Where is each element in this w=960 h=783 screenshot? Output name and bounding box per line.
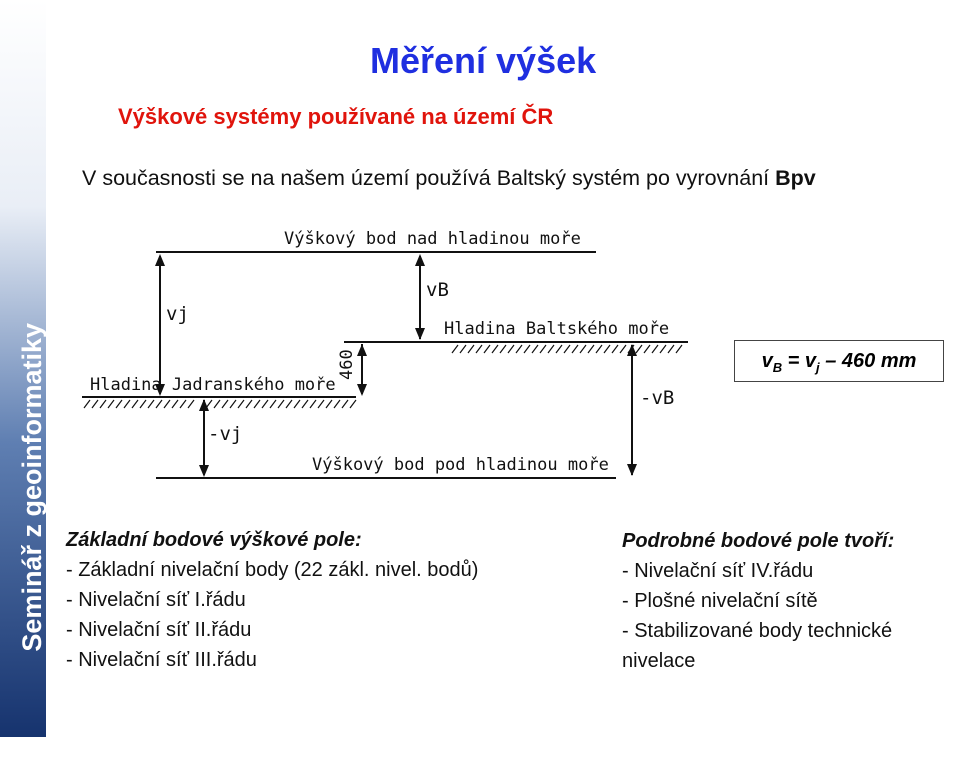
list-item: nivelace (622, 650, 696, 672)
sidebar-title: Seminář z geoinformatiky (17, 323, 47, 652)
label-minus-vb: -vB (640, 387, 674, 409)
label-vj: vj (166, 303, 189, 325)
intro-bold: Bpv (775, 166, 816, 190)
label-adriatic: Hladina Jadranského moře (90, 375, 336, 395)
basic-field-heading: Základní bodové výškové pole: (66, 529, 362, 551)
list-item: - Základní nivelační body (22 zákl. nive… (66, 559, 479, 581)
list-item: - Nivelační síť III.řádu (66, 649, 257, 671)
list-item: - Nivelační síť I.řádu (66, 589, 246, 611)
formula-sub-j: j (816, 360, 820, 375)
label-baltic: Hladina Baltského moře (444, 319, 669, 339)
formula-eq: = v (782, 350, 817, 372)
height-system-diagram: Výškový bod nad hladinou moře Hladina Ba… (82, 229, 688, 479)
label-top-point: Výškový bod nad hladinou moře (284, 229, 581, 249)
detailed-field-heading: Podrobné bodové pole tvoří: (622, 530, 895, 552)
label-460: 460 (337, 349, 357, 380)
formula-box: vB = vj – 460 mm (734, 340, 944, 382)
detailed-field-section: Podrobné bodové pole tvoří: - Nivelační … (622, 526, 894, 676)
list-item: - Nivelační síť II.řádu (66, 619, 252, 641)
basic-field-section: Základní bodové výškové pole: - Základní… (66, 525, 478, 675)
sidebar-band: Seminář z geoinformatiky (0, 0, 47, 737)
label-minus-vj: -vj (208, 423, 242, 445)
arrowheads (155, 254, 637, 477)
intro-main: V současnosti se na našem území používá … (82, 166, 770, 190)
intro-text: V současnosti se na našem území používá … (82, 166, 816, 191)
label-vb: vB (426, 279, 449, 301)
formula-tail: – 460 mm (819, 350, 917, 372)
formula-v: v (761, 350, 773, 372)
page-subtitle: Výškové systémy používané na území ČR (118, 104, 554, 129)
formula-sub-b: B (772, 360, 783, 375)
page-title: Měření výšek (370, 40, 597, 81)
list-item: - Stabilizované body technické (622, 620, 893, 642)
list-item: - Nivelační síť IV.řádu (622, 560, 814, 582)
hatching (83, 344, 683, 409)
list-item: - Plošné nivelační sítě (622, 590, 818, 612)
label-bottom-point: Výškový bod pod hladinou moře (312, 455, 609, 475)
